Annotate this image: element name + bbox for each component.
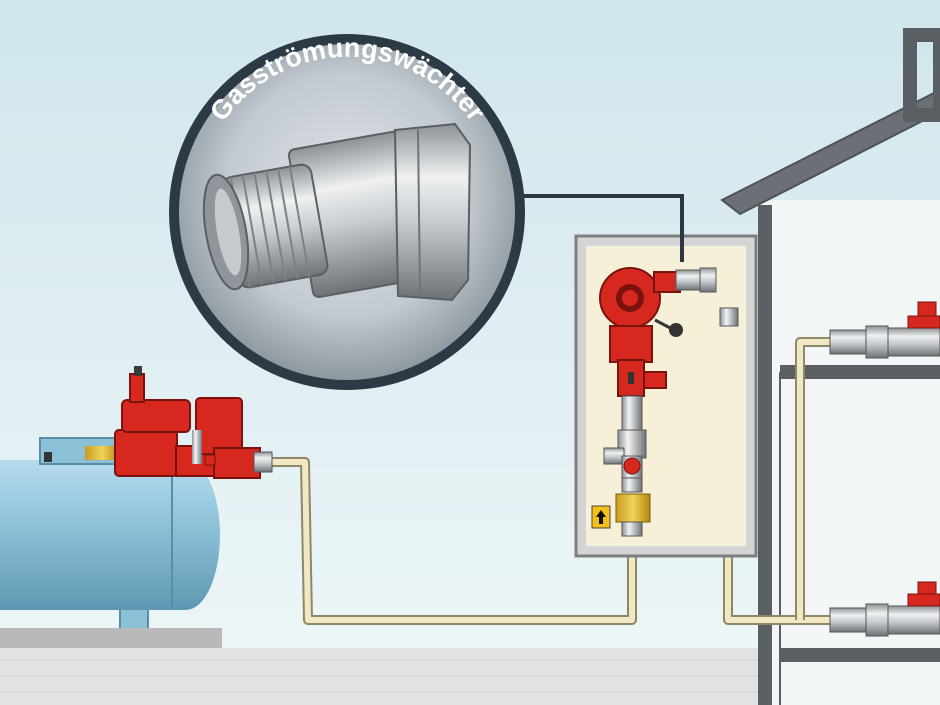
- regulator-body-1: [114, 429, 178, 477]
- regulator-knob: [669, 323, 683, 337]
- ball-valve-handle: [623, 457, 641, 475]
- tank-regulator: [85, 366, 273, 479]
- callout-bubble: Gasströmungswächter: [169, 33, 525, 390]
- tank-base: [0, 628, 222, 648]
- brass-coupling: [615, 493, 651, 523]
- gas-flow-monitor-image: [202, 122, 472, 302]
- callout-leader-line: [520, 194, 684, 262]
- appliance-valve-lower: [829, 581, 940, 637]
- tank-end-cap: [152, 460, 220, 610]
- flow-direction-arrow-icon: [596, 510, 606, 524]
- appliance-valve-upper: [829, 301, 940, 359]
- gas-cabinet: [574, 234, 758, 558]
- outlet-fitting: [253, 451, 273, 473]
- house-roof: [720, 88, 940, 216]
- house-chimney: [903, 28, 940, 122]
- brass-fitting: [85, 446, 119, 460]
